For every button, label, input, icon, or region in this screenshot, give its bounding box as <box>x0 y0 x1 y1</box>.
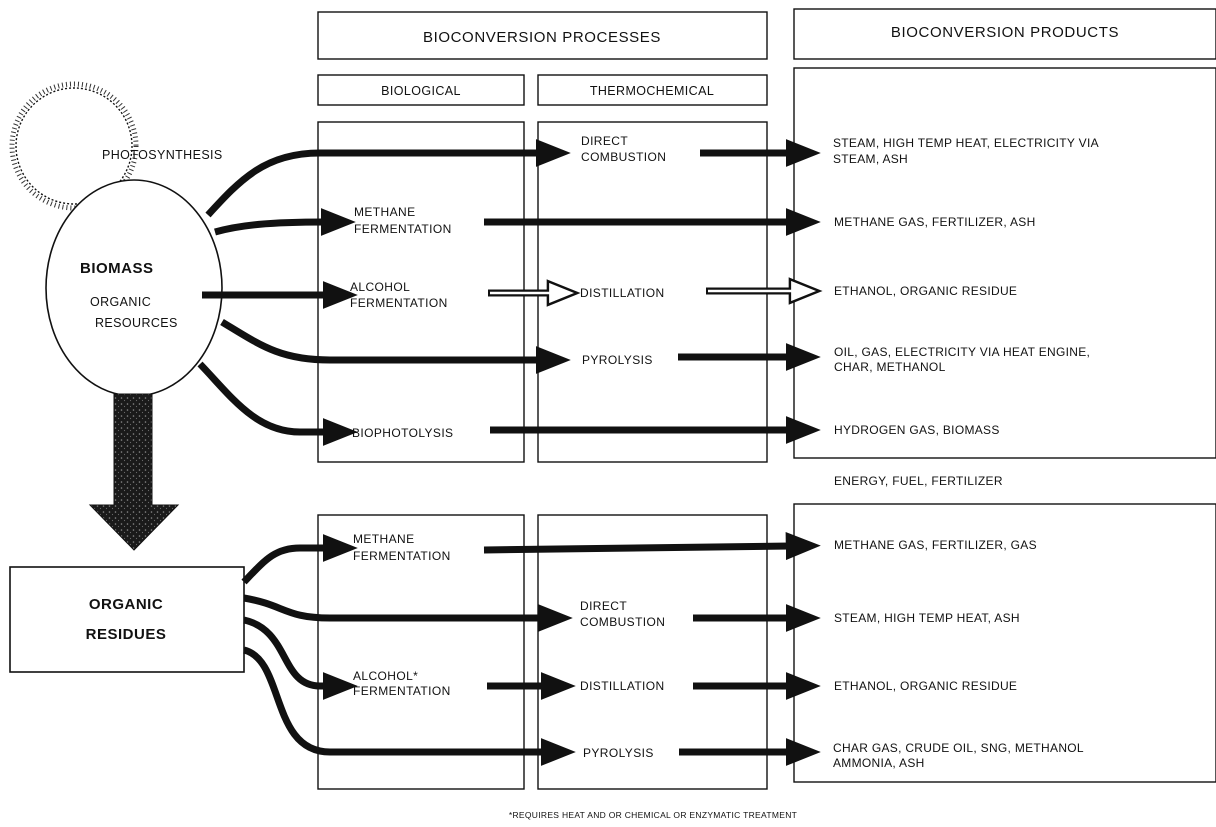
residue-product-char-line1: CHAR GAS, CRUDE OIL, SNG, METHANOL <box>833 741 1084 755</box>
residue-product-ethanol: ETHANOL, ORGANIC RESIDUE <box>834 679 1017 693</box>
arrow-residues-to-alcohol-fermentation <box>243 616 358 700</box>
arrow-residues-to-direct-combustion <box>243 594 573 632</box>
biomass-subtitle-line2: RESOURCES <box>95 316 178 330</box>
residue-process-methane-line2: FERMENTATION <box>353 549 451 563</box>
residue-product-methane: METHANE GAS, FERTILIZER, GAS <box>834 538 1037 552</box>
process-alcohol-fermentation-line1: ALCOHOL <box>350 280 410 294</box>
biological-header: BIOLOGICAL <box>381 84 461 98</box>
product-oil-line1: OIL, GAS, ELECTRICITY VIA HEAT ENGINE, <box>834 345 1090 359</box>
summary-label: ENERGY, FUEL, FERTILIZER <box>834 474 1003 488</box>
processes-header: BIOCONVERSION PROCESSES <box>423 29 661 46</box>
footnote: *REQUIRES HEAT AND OR CHEMICAL OR ENZYMA… <box>509 810 797 820</box>
arrow-biomass-to-biophotolysis <box>197 361 358 446</box>
product-oil-line2: CHAR, METHANOL <box>834 360 946 374</box>
photosynthesis-label: PHOTOSYNTHESIS <box>102 148 223 162</box>
arrow-residues-to-methane-fermentation <box>241 534 358 585</box>
biomass-subtitle-line1: ORGANIC <box>90 295 151 309</box>
process-methane-fermentation-line2: FERMENTATION <box>354 222 452 236</box>
arrow-biomass-to-methane-fermentation <box>214 208 356 237</box>
residue-process-distillation: DISTILLATION <box>580 679 665 693</box>
residue-process-direct-line2: COMBUSTION <box>580 615 665 629</box>
big-down-arrow <box>88 393 180 551</box>
arrow-biomass-to-direct-combustion <box>205 139 571 218</box>
arrow-methane-fermentation-to-methane-gas <box>483 532 821 561</box>
product-ethanol: ETHANOL, ORGANIC RESIDUE <box>834 284 1017 298</box>
residues-line2: RESIDUES <box>86 626 167 643</box>
product-methane: METHANE GAS, FERTILIZER, ASH <box>834 215 1036 229</box>
residues-line1: ORGANIC <box>89 596 163 613</box>
thermochemical-header-box <box>537 74 768 106</box>
biological-header-box <box>317 74 525 106</box>
biological-column-residues <box>317 514 525 790</box>
process-biophotolysis: BIOPHOTOLYSIS <box>352 426 453 440</box>
product-steam-line2: STEAM, ASH <box>833 152 908 166</box>
arrow-residues-to-pyrolysis <box>242 646 576 766</box>
biomass-node <box>45 179 223 397</box>
product-hydrogen: HYDROGEN GAS, BIOMASS <box>834 423 1000 437</box>
biomass-title: BIOMASS <box>80 260 154 277</box>
process-methane-fermentation-line1: METHANE <box>354 205 415 219</box>
sun-icon <box>9 81 139 211</box>
products-header: BIOCONVERSION PRODUCTS <box>891 24 1119 41</box>
process-alcohol-fermentation-line2: FERMENTATION <box>350 296 448 310</box>
product-steam-line1: STEAM, HIGH TEMP HEAT, ELECTRICITY VIA <box>833 136 1099 150</box>
process-direct-combustion-line1: DIRECT <box>581 134 628 148</box>
process-pyrolysis: PYROLYSIS <box>582 353 653 367</box>
processes-header-box <box>317 11 768 60</box>
residue-product-steam: STEAM, HIGH TEMP HEAT, ASH <box>834 611 1020 625</box>
thermochemical-header: THERMOCHEMICAL <box>590 84 714 98</box>
products-header-box <box>793 8 1216 60</box>
residue-process-direct-line1: DIRECT <box>580 599 627 613</box>
arrow-biomass-to-pyrolysis <box>220 319 571 374</box>
products-column-residues <box>793 503 1216 783</box>
residue-process-pyrolysis: PYROLYSIS <box>583 746 654 760</box>
residue-process-alcohol-line2: FERMENTATION <box>353 684 451 698</box>
residue-process-methane-line1: METHANE <box>353 532 414 546</box>
organic-residues-node <box>9 566 245 673</box>
thermochemical-column-residues <box>537 514 768 790</box>
residue-process-alcohol-line1: ALCOHOL* <box>353 669 418 683</box>
residue-product-char-line2: AMMONIA, ASH <box>833 756 925 770</box>
process-distillation: DISTILLATION <box>580 286 665 300</box>
process-direct-combustion-line2: COMBUSTION <box>581 150 666 164</box>
products-column-biomass <box>793 67 1216 459</box>
